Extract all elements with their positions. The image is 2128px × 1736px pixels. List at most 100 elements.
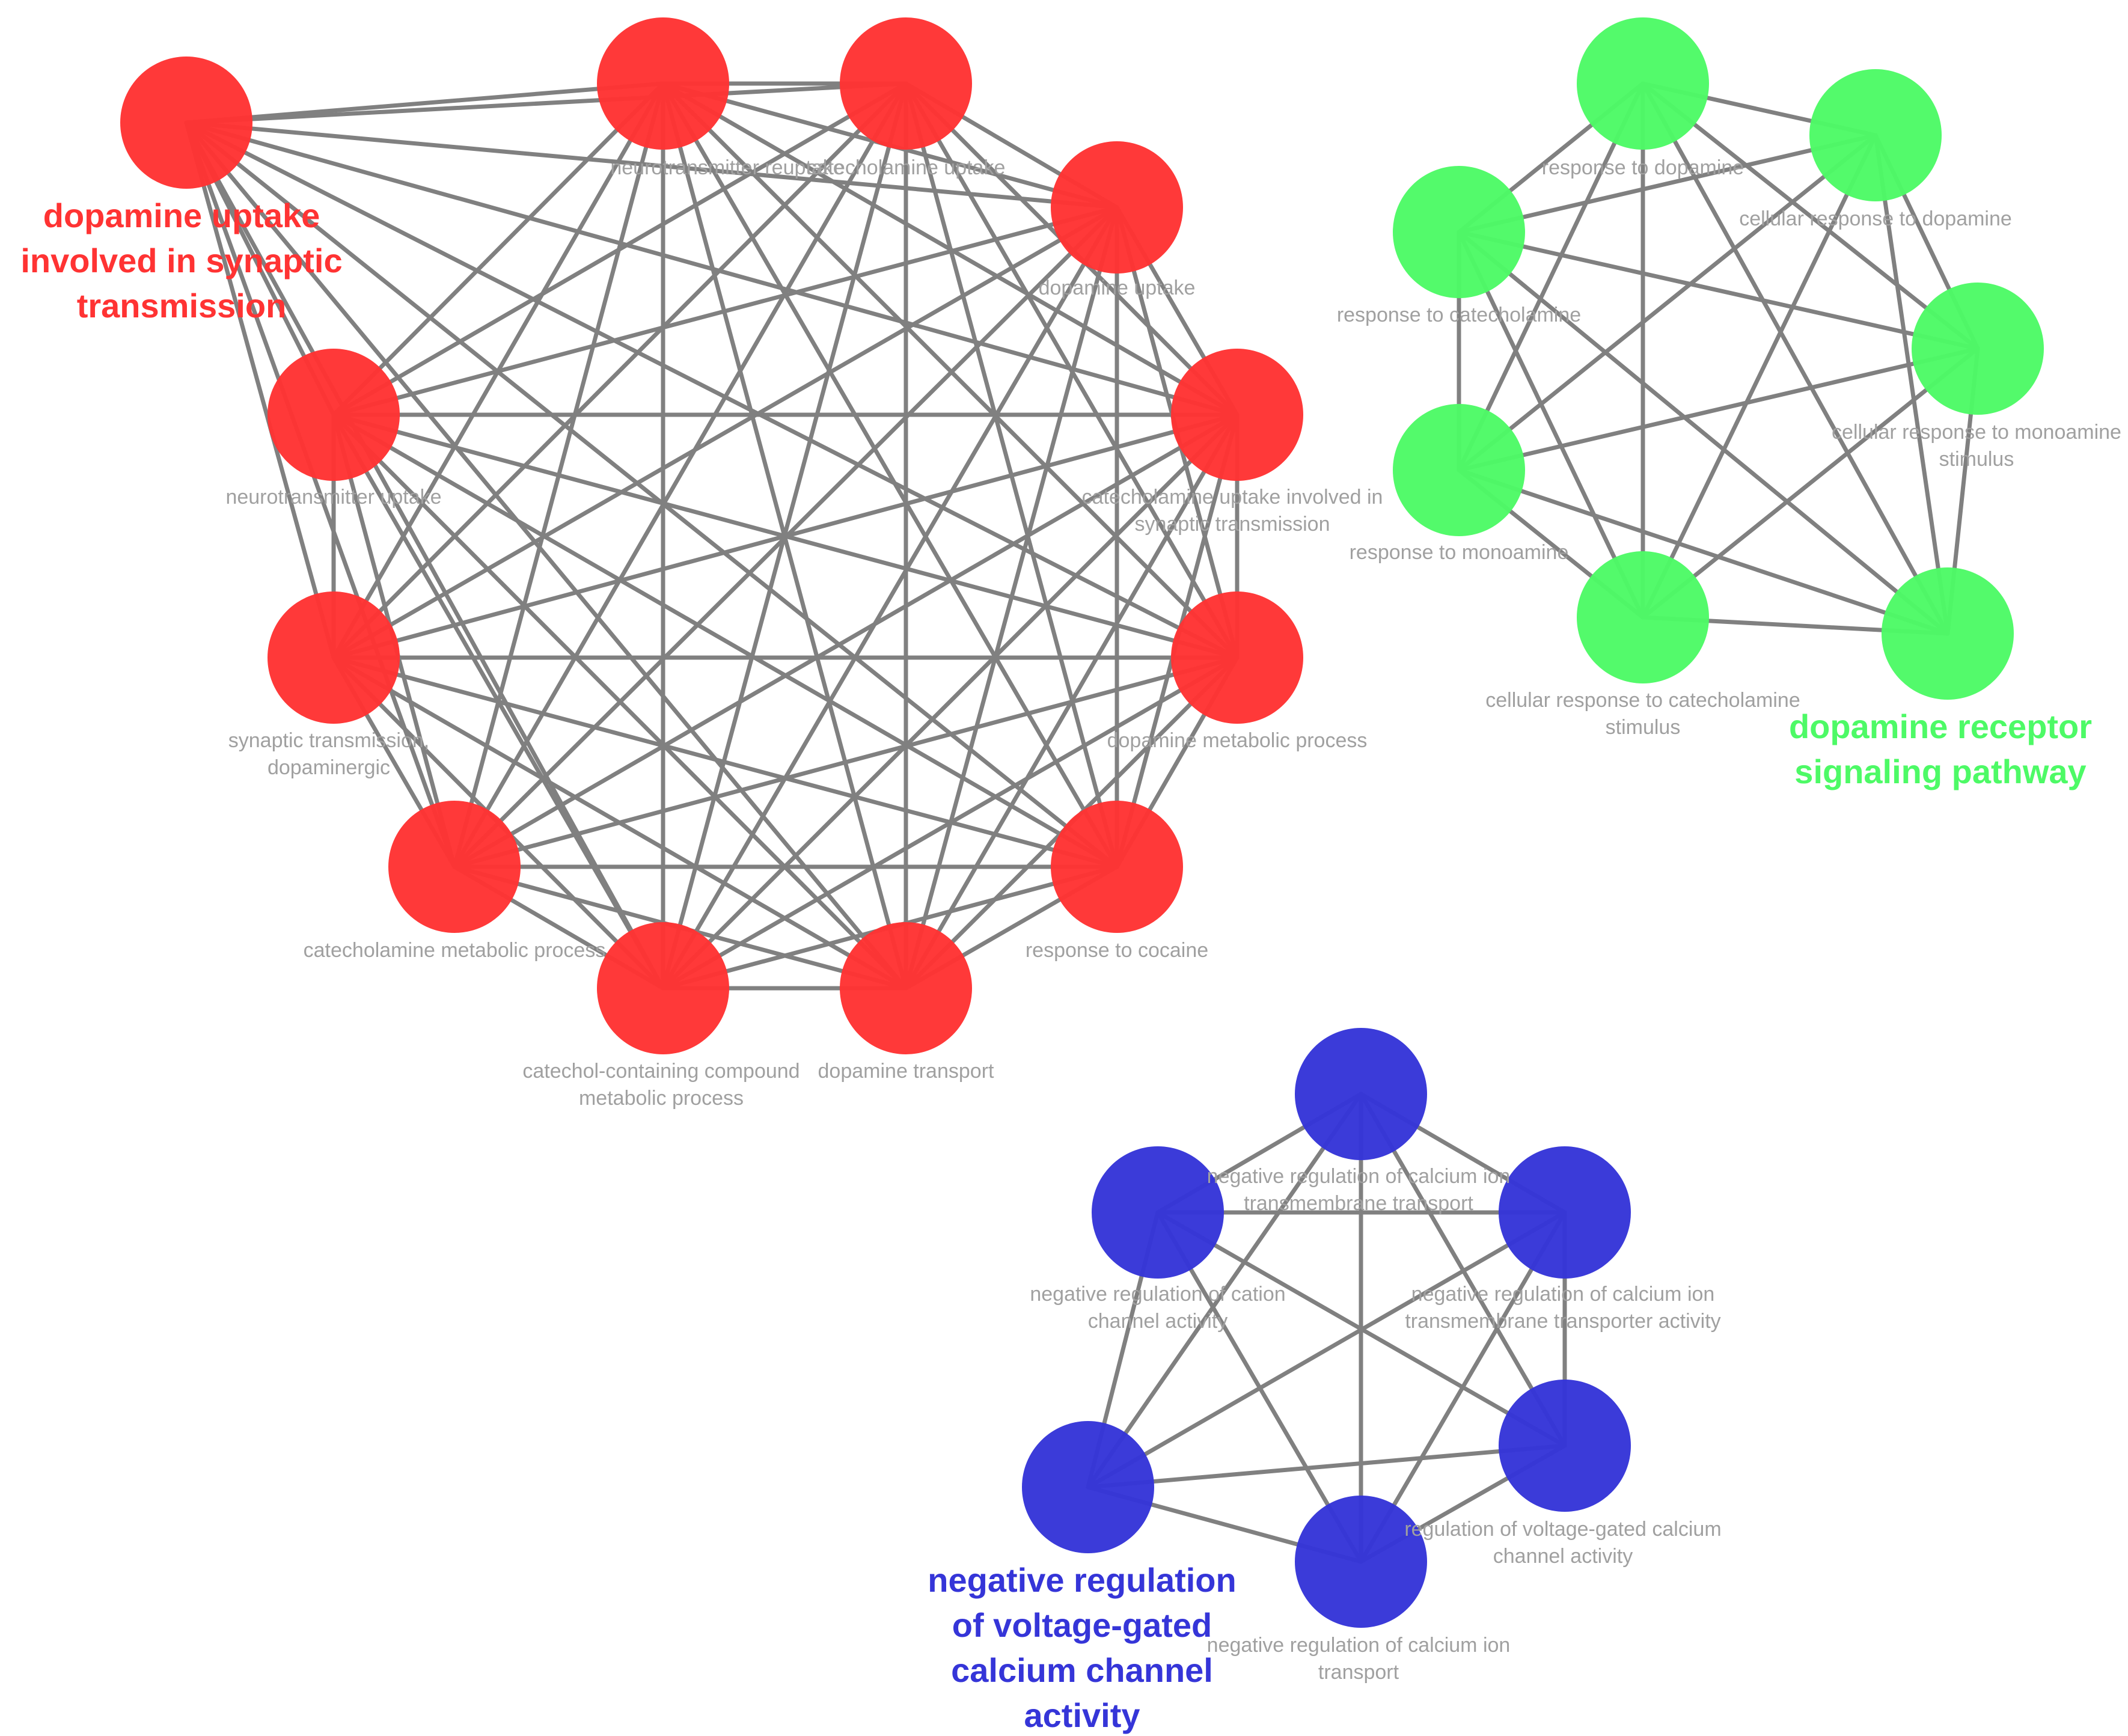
edge-r3-r7: [331, 81, 908, 660]
node-label-g4: cellular response to monoamine stimulus: [1832, 421, 2121, 471]
node-b5[interactable]: [1022, 1421, 1154, 1553]
edge-r3-r9: [452, 81, 908, 869]
edge-g3-g6: [1457, 230, 1645, 620]
node-r2[interactable]: [597, 17, 729, 150]
node-label-r6: catecholamine uptake involved in synaptic…: [1082, 486, 1383, 536]
node-label-r5: neurotransmitter uptake: [225, 486, 441, 509]
node-r3[interactable]: [840, 17, 972, 150]
edge-g2-g7: [1873, 133, 1950, 636]
node-g6[interactable]: [1577, 551, 1709, 683]
node-g3[interactable]: [1393, 166, 1525, 298]
node-r7[interactable]: [268, 591, 400, 724]
edge-r6-r11: [661, 412, 1240, 991]
node-r4[interactable]: [1051, 141, 1183, 274]
edge-g5-g7: [1457, 468, 1950, 636]
node-g1[interactable]: [1577, 17, 1709, 150]
node-label-line: transmembrane transporter activity: [1405, 1310, 1720, 1333]
nodes-layer: [120, 17, 2044, 1628]
node-r1[interactable]: [120, 57, 252, 189]
node-label-line: catechol-containing compound: [522, 1060, 800, 1083]
node-label-line: synaptic transmission: [1134, 513, 1330, 536]
node-label-line: response to monoamine: [1350, 541, 1569, 564]
node-r12[interactable]: [840, 922, 972, 1054]
node-b4[interactable]: [1499, 1380, 1631, 1512]
node-label-line: response to catecholamine: [1337, 304, 1581, 326]
node-r5[interactable]: [268, 349, 400, 481]
node-r11[interactable]: [597, 922, 729, 1054]
node-label-line: transport: [1318, 1661, 1399, 1684]
edge-g2-g3: [1457, 133, 1878, 234]
edge-r6-r9: [452, 412, 1240, 869]
cluster-title-line: negative regulation: [928, 1561, 1236, 1599]
edge-b3-b6: [1359, 1210, 1567, 1564]
edge-r4-r11: [661, 205, 1119, 991]
node-b1[interactable]: [1295, 1028, 1427, 1160]
edge-r4-r5: [331, 205, 1119, 417]
node-label-line: negative regulation of cation: [1030, 1283, 1285, 1306]
node-label-line: channel activity: [1493, 1545, 1633, 1568]
edge-r1-r9: [184, 120, 457, 869]
node-r8[interactable]: [1171, 591, 1303, 724]
node-label-r3: catecholamine uptake: [807, 156, 1006, 179]
node-label-b3: negative regulation of calcium ion transm…: [1405, 1283, 1720, 1333]
node-label-line: dopamine uptake: [1039, 277, 1196, 299]
edge-r1-r3: [184, 81, 908, 125]
node-r10[interactable]: [1051, 801, 1183, 933]
node-g2[interactable]: [1809, 69, 1942, 201]
node-label-line: negative regulation of calcium ion: [1207, 1634, 1511, 1657]
edge-r7-r10: [331, 655, 1119, 869]
node-label-line: cellular response to monoamine: [1832, 421, 2121, 444]
node-label-line: cellular response to dopamine: [1739, 207, 2012, 230]
node-label-r9: catecholamine metabolic process: [304, 939, 606, 962]
cluster-title-line: dopamine uptake: [43, 197, 320, 234]
edge-r8-r11: [661, 655, 1240, 991]
edge-g1-g4: [1640, 81, 1980, 351]
node-label-line: catecholamine uptake involved in: [1082, 486, 1383, 509]
node-label-line: metabolic process: [579, 1087, 744, 1110]
node-r6[interactable]: [1171, 349, 1303, 481]
edge-r3-r5: [331, 81, 908, 417]
node-g5[interactable]: [1393, 404, 1525, 536]
node-label-r4: dopamine uptake: [1039, 277, 1196, 299]
edge-r1-r12: [184, 120, 908, 991]
node-label-line: dopamine transport: [818, 1060, 995, 1083]
node-r9[interactable]: [388, 801, 521, 933]
node-label-line: negative regulation of calcium ion: [1411, 1283, 1715, 1306]
node-label-r8: dopamine metabolic process: [1107, 729, 1368, 752]
node-g4[interactable]: [1912, 283, 2044, 415]
node-label-r10: response to cocaine: [1026, 939, 1208, 962]
node-b2[interactable]: [1092, 1146, 1224, 1279]
node-g7[interactable]: [1882, 567, 2014, 700]
node-label-line: catecholamine uptake: [807, 156, 1006, 179]
edge-r1-r11: [184, 120, 665, 991]
cluster-title-line: activity: [1024, 1696, 1140, 1734]
edge-r8-r9: [452, 655, 1240, 869]
cluster-title-line: signaling pathway: [1794, 753, 2086, 790]
node-label-g2: cellular response to dopamine: [1739, 207, 2012, 230]
node-label-b6: negative regulation of calcium ion transp…: [1207, 1634, 1511, 1684]
node-label-line: transmembrane transport: [1244, 1192, 1473, 1215]
cluster-title-line: dopamine receptor: [1789, 708, 2092, 745]
node-label-g1: response to dopamine: [1542, 156, 1744, 179]
node-label-line: synaptic transmission,: [228, 729, 429, 752]
node-label-line: dopamine metabolic process: [1107, 729, 1368, 752]
edge-b4-b5: [1086, 1443, 1567, 1490]
edge-g1-g7: [1640, 81, 1950, 636]
node-label-r11: catechol-containing compound metabolic pr…: [522, 1060, 800, 1110]
cluster-title-line: of voltage-gated: [952, 1606, 1212, 1644]
node-label-line: response to cocaine: [1026, 939, 1208, 962]
edge-b1-b5: [1086, 1092, 1363, 1490]
cluster-title-line: transmission: [77, 287, 287, 325]
node-b6[interactable]: [1295, 1496, 1427, 1628]
edge-r5-r10: [331, 412, 1119, 869]
node-label-line: stimulus: [1939, 448, 2014, 471]
node-b3[interactable]: [1499, 1146, 1631, 1279]
edge-g2-g5: [1457, 133, 1878, 472]
edge-r1-r7: [184, 120, 336, 660]
node-label-r7: synaptic transmission,dopaminergic: [228, 729, 429, 779]
